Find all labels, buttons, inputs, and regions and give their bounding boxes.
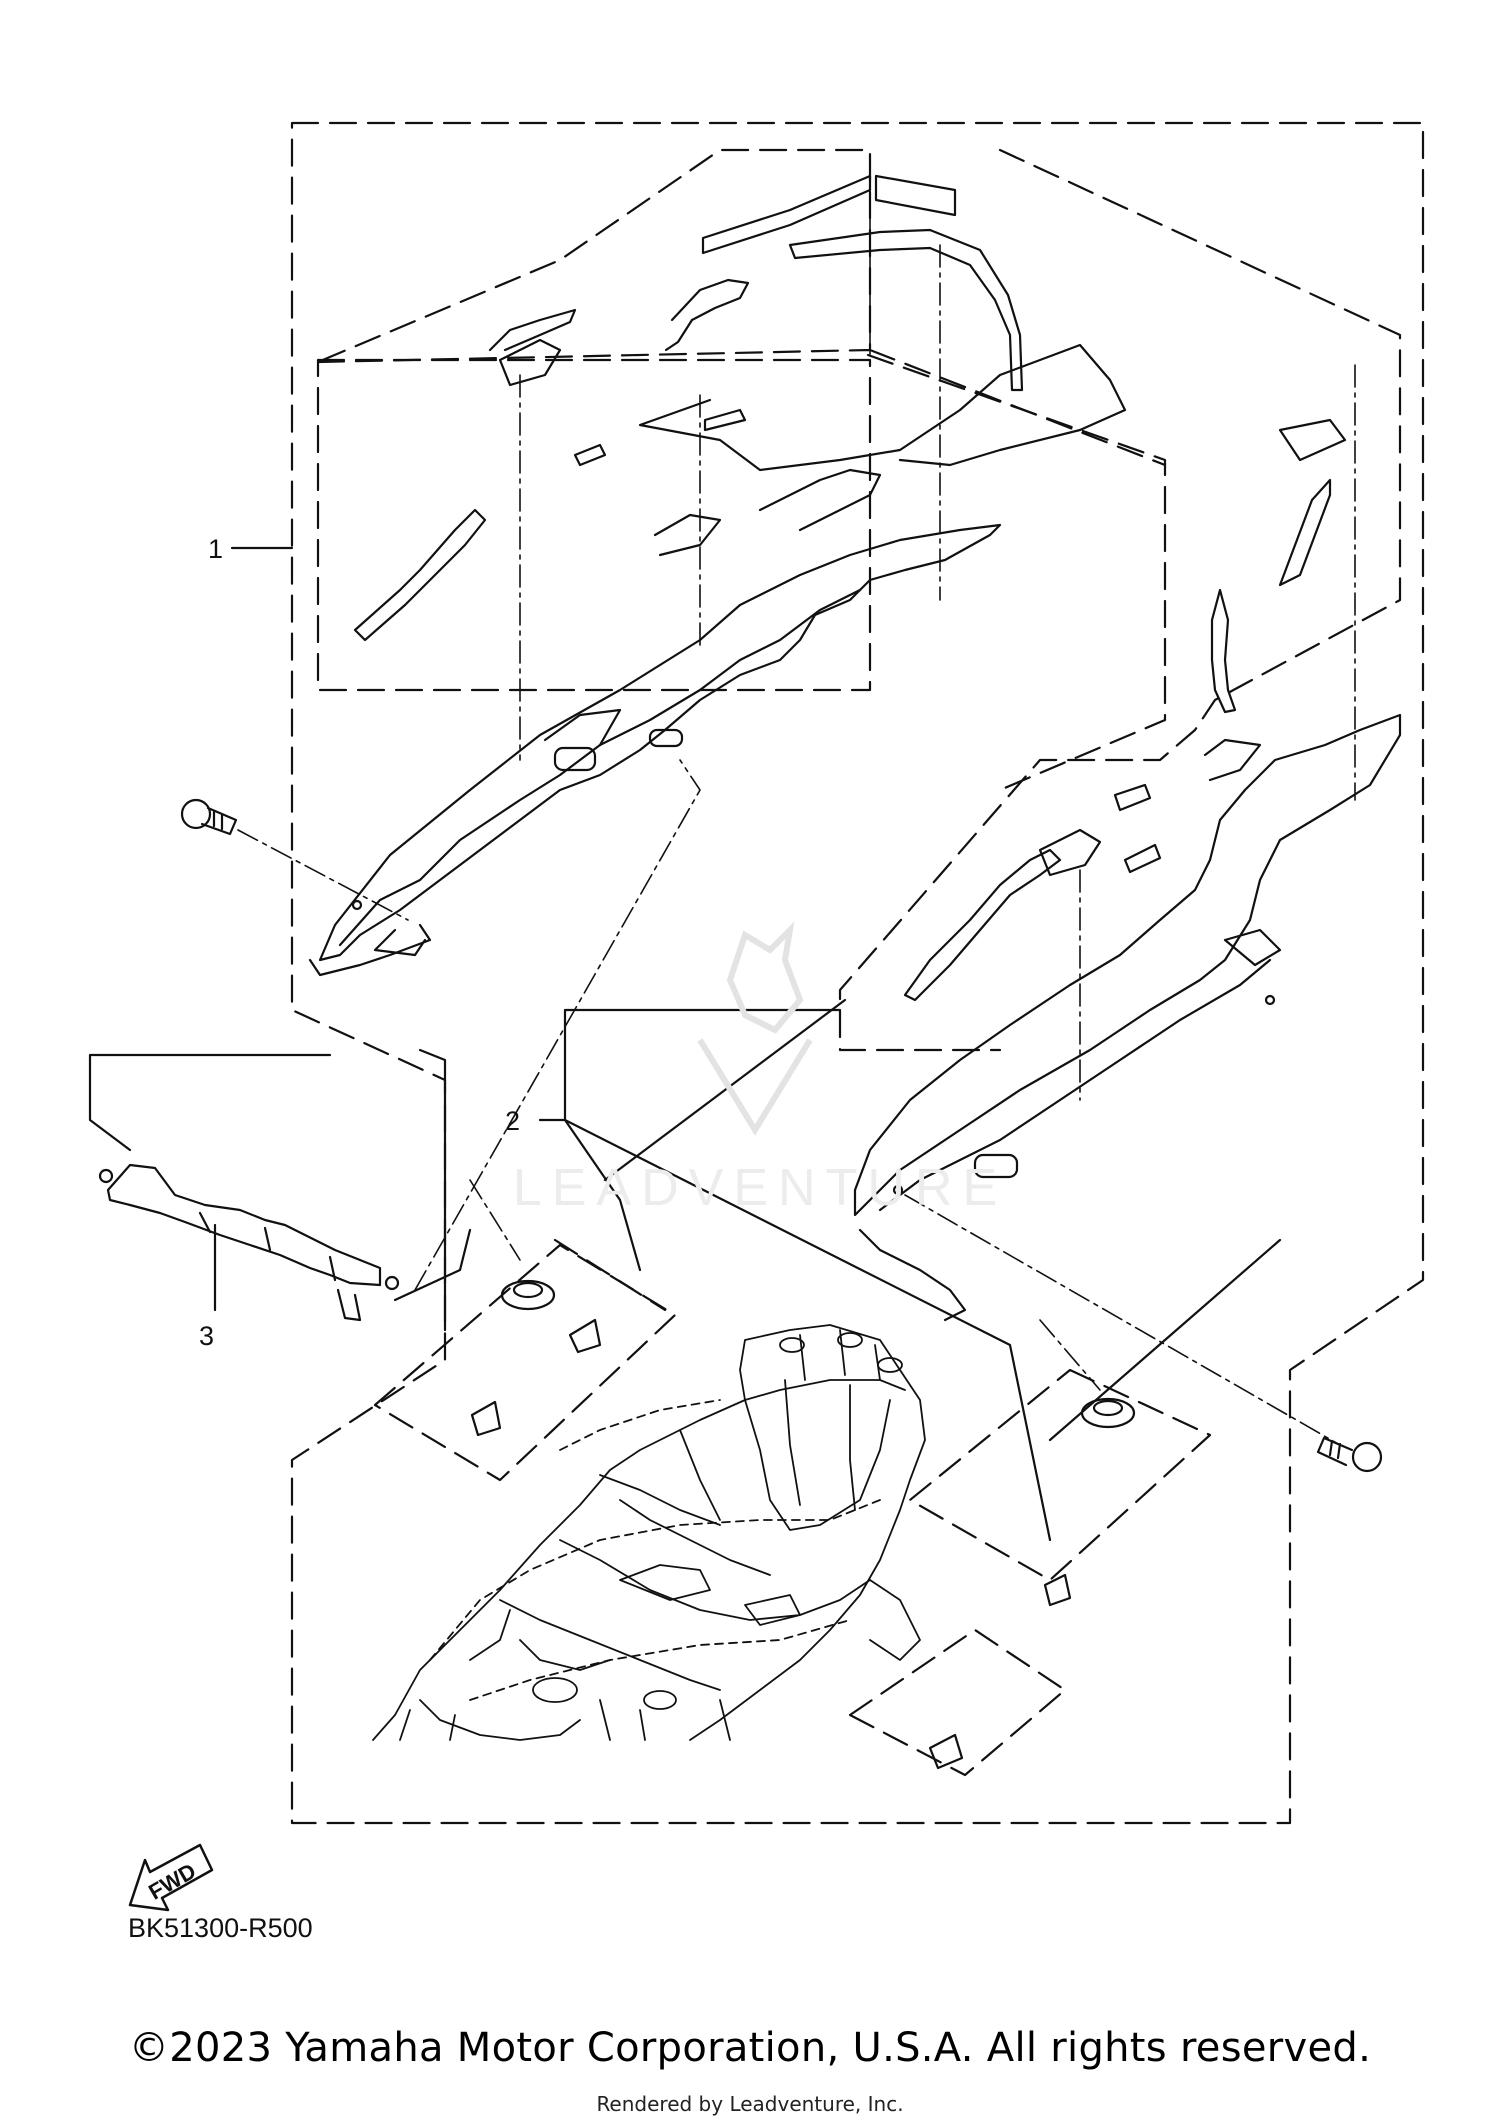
fwd-arrow-icon bbox=[128, 1843, 214, 1912]
callout-2: 2 bbox=[505, 1106, 521, 1136]
watermark-logo bbox=[697, 921, 813, 1136]
right-strip-2 bbox=[1278, 478, 1332, 587]
left-strip-6 bbox=[664, 278, 750, 352]
clip-2 bbox=[470, 1400, 502, 1437]
right-subgroup-outline bbox=[838, 148, 1402, 1052]
callout-2-cover bbox=[603, 998, 1282, 1442]
clip-3 bbox=[1043, 1573, 1072, 1607]
guide-11 bbox=[1039, 1319, 1101, 1391]
guide-9 bbox=[414, 759, 701, 1291]
right-clip-box bbox=[908, 1368, 1212, 1582]
copyright-notice: ©2023 Yamaha Motor Corporation, U.S.A. A… bbox=[128, 2025, 1372, 2071]
right-strip-4 bbox=[903, 848, 1062, 1002]
left-strip-8 bbox=[573, 443, 607, 467]
callout-3: 3 bbox=[199, 1321, 215, 1351]
right-clip bbox=[1038, 828, 1102, 877]
bracket-guide bbox=[88, 1053, 332, 1152]
left-cover-outline bbox=[316, 148, 1167, 467]
right-clip-box-2 bbox=[848, 1628, 1067, 1777]
left-clip bbox=[498, 338, 562, 387]
right-side-cover bbox=[853, 713, 1402, 1322]
left-subgroup-outline bbox=[316, 358, 872, 692]
guide-7 bbox=[237, 829, 409, 921]
grommet-box-left bbox=[553, 1238, 667, 1312]
right-bolt bbox=[1316, 1436, 1383, 1473]
left-grommet bbox=[500, 1279, 556, 1311]
left-side-cover bbox=[308, 343, 1127, 977]
fwd-label: FWD bbox=[144, 1858, 200, 1905]
left-strip-4 bbox=[788, 228, 1024, 392]
bracket bbox=[98, 1163, 400, 1322]
left-strip-2 bbox=[488, 308, 577, 352]
left-strip-3 bbox=[701, 174, 872, 255]
left-bolt bbox=[180, 798, 238, 836]
right-grommet bbox=[1080, 1397, 1136, 1429]
right-strip-3 bbox=[1210, 588, 1237, 714]
right-strip-6 bbox=[1123, 843, 1162, 874]
guide-10 bbox=[469, 1179, 521, 1261]
right-strip-1 bbox=[1278, 418, 1347, 462]
left-strip-5 bbox=[874, 174, 957, 217]
left-strip-7 bbox=[703, 408, 747, 432]
clip-4 bbox=[928, 1733, 964, 1770]
left-clip-box bbox=[373, 1243, 677, 1482]
left-strip-1 bbox=[353, 508, 487, 642]
guide-8 bbox=[904, 1194, 1341, 1446]
right-strip-5 bbox=[1113, 783, 1152, 812]
kit-boundary-outline bbox=[290, 121, 1425, 1825]
watermark-text: LEADVENTURE bbox=[513, 1159, 1007, 1217]
rendered-by-credit: Rendered by Leadventure, Inc. bbox=[596, 2092, 904, 2116]
clip-1 bbox=[568, 1318, 602, 1354]
callout-2-frame bbox=[563, 1118, 642, 1272]
right-cover-outline bbox=[866, 353, 1167, 792]
diagram-code: BK51300-R500 bbox=[128, 1913, 313, 1943]
callout-2-bracket bbox=[563, 1008, 1052, 1542]
rear-frame bbox=[372, 1324, 926, 1741]
bracket-guide-2 bbox=[393, 1228, 472, 1302]
callout-1: 1 bbox=[208, 534, 224, 564]
bracket-outline-2 bbox=[418, 1048, 447, 1332]
